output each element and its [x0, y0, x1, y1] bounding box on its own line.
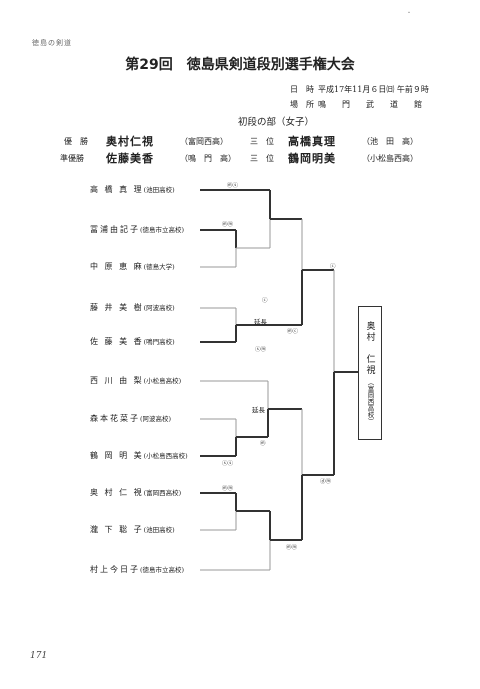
- result-name: 奥村仁視: [106, 135, 154, 148]
- result-name: 佐藤美香: [106, 152, 154, 165]
- participant-9: 奥 村 仁 視(富岡西高校): [90, 488, 182, 497]
- participant-1: 高 橋 真 理(池田高校): [90, 185, 175, 194]
- result-school: （池 田 高）: [362, 137, 418, 146]
- result-rank: 優 勝: [64, 137, 88, 146]
- score-mark: ⓒ: [330, 264, 336, 270]
- score-mark: ⓜ: [260, 441, 266, 447]
- score-mark: ⓢⓜ: [255, 347, 267, 353]
- date-label: 日 時: [290, 85, 314, 94]
- participant-10: 瀧 下 聡 子(池田高校): [90, 525, 175, 534]
- winner-box: 奥村 仁視 （富岡西高校）: [358, 306, 382, 440]
- winner-name: 奥村 仁視: [364, 321, 375, 377]
- participant-8: 鶴 岡 明 美(小松島西高校): [90, 451, 188, 460]
- participant-11: 村上今日子(徳島市立高校): [90, 565, 185, 574]
- result-school: （小松島西高）: [362, 154, 418, 163]
- participant-6: 西 川 由 梨(小松島高校): [90, 376, 182, 385]
- winner-school: （富岡西高校）: [366, 379, 374, 425]
- result-rank: 準優勝: [60, 154, 84, 163]
- participant-5: 佐 藤 美 香(鳴門高校): [90, 337, 175, 346]
- result-school: （富岡西高）: [180, 137, 228, 146]
- date-value: 平成17年11月６日㈰ 午前９時: [318, 85, 429, 94]
- score-mark: ⓜⓜ: [222, 222, 234, 228]
- result-rank: 三 位: [250, 137, 274, 146]
- participant-3: 中 原 恵 麻(徳島大学): [90, 262, 175, 271]
- score-mark: ⓓⓜ: [320, 479, 332, 485]
- extension-label: 延長: [252, 406, 265, 414]
- score-mark: ⓒ: [262, 298, 268, 304]
- result-name: 鶴岡明美: [288, 152, 336, 165]
- place-label: 場 所: [290, 100, 314, 109]
- score-mark: ⓜⓜ: [222, 486, 234, 492]
- page-number: 171: [30, 651, 48, 661]
- page-title: 第29回 徳島県剣道段別選手権大会: [125, 57, 355, 73]
- extension-label: 延長: [254, 318, 267, 326]
- score-mark: ⓢⓢ: [222, 461, 234, 467]
- place-value: 鳴 門 武 道 館: [318, 100, 422, 109]
- division-title: 初段の部（女子）: [238, 117, 315, 128]
- corner-dot: ・: [406, 10, 413, 17]
- score-mark: ⓜⓜ: [286, 545, 298, 551]
- result-school: （鳴 門 高）: [180, 154, 236, 163]
- score-mark: ⓜⓢ: [227, 183, 239, 189]
- participant-7: 森本花菜子(阿波高校): [90, 414, 172, 423]
- result-name: 高橋真理: [288, 135, 336, 148]
- result-rank: 三 位: [250, 154, 274, 163]
- participant-4: 藤 井 美 樹(阿波高校): [90, 303, 175, 312]
- book-label: 徳島の剣道: [32, 39, 72, 47]
- score-mark: ⓜⓒ: [287, 329, 299, 335]
- participant-2: 冨浦由記子(徳島市立高校): [90, 225, 185, 234]
